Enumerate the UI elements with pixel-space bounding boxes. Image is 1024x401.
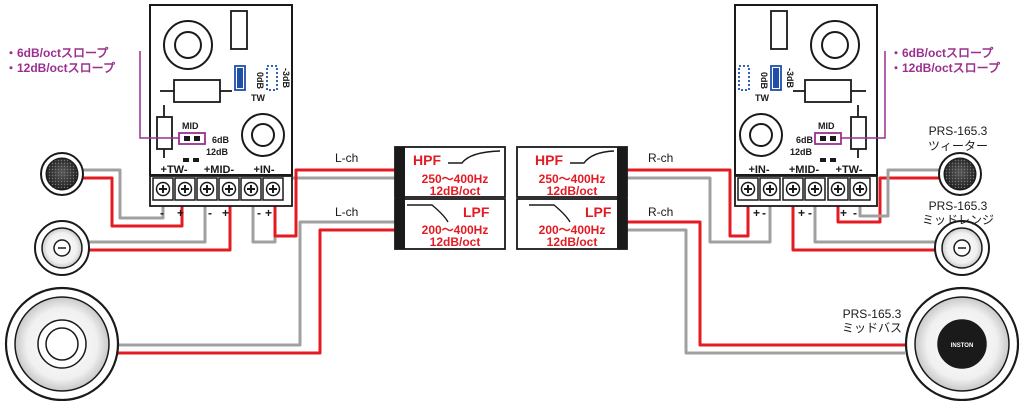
terminal-label-in: +IN- [253, 164, 274, 176]
right-slope-options: ・6dB/octスロープ ・12dB/octスロープ [890, 45, 1001, 75]
terminal-label-tw: +TW- [836, 164, 863, 176]
channel-label: R-ch [648, 151, 673, 165]
woofer-logo: INSTON [951, 343, 974, 349]
terminal-label-mid: +MID- [204, 164, 235, 176]
mid-6db-label: 6dB [796, 135, 814, 145]
slope-option-6db: ・6dB/octスロープ [890, 45, 994, 60]
midrange-name: ミッドレンジ [922, 213, 994, 227]
polarity-mark: + [840, 206, 847, 220]
channel-label: L-ch [335, 151, 358, 165]
midbass-name: ミッドバス [842, 321, 902, 335]
hpf-title: HPF [535, 152, 563, 168]
midrange-model: PRS-165.3 [929, 199, 988, 213]
hpf-range: 250～400Hz [422, 172, 489, 186]
polarity-mark: - [808, 206, 812, 220]
slope-option-12db: ・12dB/octスロープ [5, 60, 116, 75]
terminal-screw[interactable] [174, 177, 196, 201]
mid-6db-label: 6dB [212, 135, 230, 145]
terminal-screw[interactable] [240, 177, 262, 201]
terminal-screw[interactable] [759, 177, 781, 201]
polarity-mark: - [160, 206, 164, 220]
lpf-range: 200～400Hz [422, 223, 489, 237]
polarity-mark: + [265, 206, 272, 220]
hpf-slope: 12dB/oct [430, 184, 481, 198]
lpf-slope: 12dB/oct [430, 235, 481, 249]
lpf-slope: 12dB/oct [547, 235, 598, 249]
hpf-curve-icon [570, 150, 615, 164]
tweeter-model: PRS-165.3 [929, 124, 988, 138]
terminal-screw[interactable] [849, 177, 871, 201]
terminal-screw[interactable] [737, 177, 759, 201]
right-wires [627, 168, 945, 355]
left-slope-options: ・6dB/octスロープ ・12dB/octスロープ [5, 45, 116, 75]
slope-option-12db: ・12dB/octスロープ [890, 60, 1001, 75]
lpf-title: LPF [463, 204, 490, 220]
capacitor-icon [173, 79, 221, 103]
polarity-mark: + [753, 206, 760, 220]
mid-12db-label: 12dB [206, 147, 229, 157]
left-midbass [4, 286, 120, 401]
lpf-range: 200～400Hz [539, 223, 606, 237]
tw-switch-label: TW [755, 93, 769, 103]
hpf-title: HPF [413, 152, 441, 168]
terminal-screw[interactable] [804, 177, 826, 201]
right-tweeter [938, 152, 982, 196]
polarity-mark: + [177, 206, 184, 220]
tw-0db-label: 0dB [255, 72, 265, 90]
hpf-slope: 12dB/oct [547, 184, 598, 198]
hpf-curve-icon [448, 150, 501, 164]
mid-switch-label: MID [818, 121, 835, 131]
channel-label: R-ch [648, 205, 673, 219]
tw-switch-label: TW [251, 93, 265, 103]
tw-minus3db-switch[interactable] [266, 65, 278, 91]
right-midbass: INSTON [904, 286, 1020, 401]
terminal-label-mid: +MID- [789, 164, 820, 176]
mid-switch-label: MID [182, 121, 199, 131]
left-midrange [34, 220, 90, 276]
resistor-icon [230, 10, 248, 50]
terminal-label-tw: +TW- [161, 164, 188, 176]
capacitor-icon [804, 79, 852, 103]
mid-12db-label: 12dB [790, 147, 813, 157]
tweeter-name: ツィーター [928, 139, 988, 153]
polarity-mark: - [762, 206, 766, 220]
terminal-screw[interactable] [152, 177, 174, 201]
lpf-curve-icon [529, 204, 571, 223]
terminal-screw[interactable] [196, 177, 218, 201]
left-wires [78, 168, 395, 355]
tw-minus3db-label: -3dB [785, 68, 795, 89]
terminal-screw[interactable] [782, 177, 804, 201]
slope-option-6db: ・6dB/octスロープ [5, 45, 109, 60]
terminal-screw[interactable] [218, 177, 240, 201]
resistor-icon [770, 10, 788, 50]
left-filter-box: HPF 250～400Hz 12dB/oct LPF 200～400Hz 12d… [394, 146, 506, 250]
mid-slope-switch[interactable] [814, 132, 842, 145]
tw-minus3db-label: -3dB [281, 68, 291, 89]
right-crossover: 0dB -3dB TW MID 6dB 12dB +IN- +MID- +TW-… [734, 4, 886, 220]
polarity-mark: - [257, 206, 261, 220]
left-tweeter [40, 152, 84, 196]
terminal-screw[interactable] [827, 177, 849, 201]
polarity-mark: + [798, 206, 805, 220]
lpf-title: LPF [585, 204, 612, 220]
right-filter-box: HPF 250～400Hz 12dB/oct LPF 200～400Hz 12d… [516, 146, 628, 250]
midbass-model: PRS-165.3 [843, 307, 902, 321]
polarity-mark: - [208, 206, 212, 220]
channel-label: L-ch [335, 205, 358, 219]
mid-slope-switch[interactable] [178, 132, 206, 145]
terminal-label-in: +IN- [748, 164, 769, 176]
hpf-range: 250～400Hz [539, 172, 606, 186]
right-midrange [934, 220, 990, 276]
tw-0db-label: 0dB [759, 72, 769, 90]
terminal-screw[interactable] [262, 177, 284, 201]
tw-0db-switch[interactable] [738, 65, 750, 91]
lpf-curve-icon [407, 204, 449, 223]
polarity-mark: + [222, 206, 229, 220]
polarity-mark: - [853, 206, 857, 220]
left-crossover: 0dB -3dB TW MID 6dB 12dB +TW- +MID- +IN-… [139, 4, 293, 220]
